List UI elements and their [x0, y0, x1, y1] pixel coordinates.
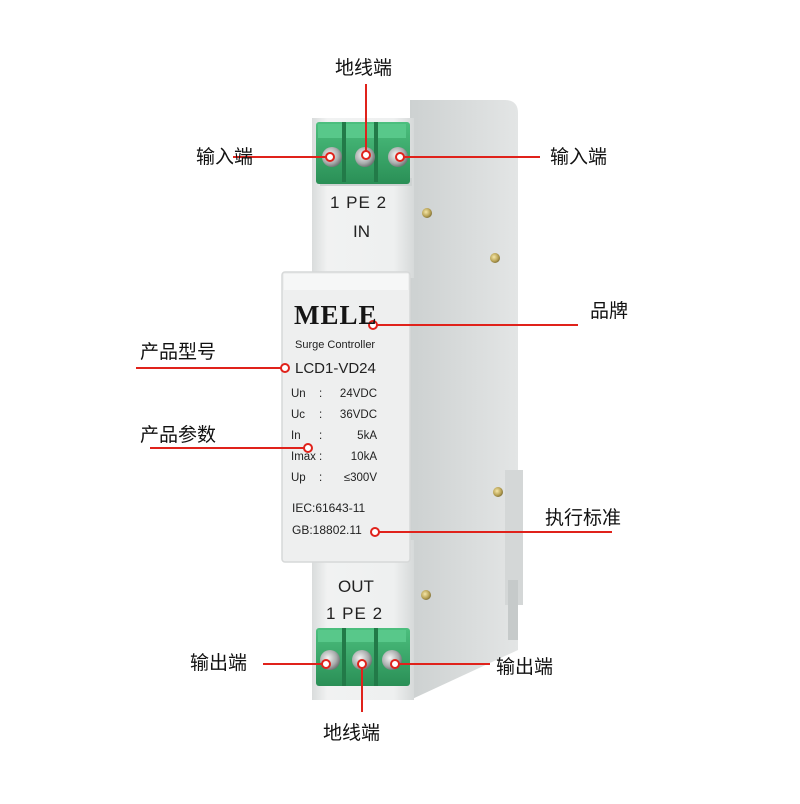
out-label: OUT — [338, 577, 374, 596]
rivet-icon — [422, 208, 432, 218]
spec-key: Imax — [291, 451, 316, 463]
spec-sep: : — [319, 430, 323, 442]
in-label: IN — [353, 222, 370, 241]
spec-value: 5kA — [357, 430, 377, 442]
side-housing — [410, 100, 523, 700]
callout-brand: 品牌 — [590, 300, 629, 322]
spec-value: ≤300V — [343, 472, 377, 484]
rivet-icon — [490, 253, 500, 263]
spec-sep: : — [319, 409, 323, 421]
spec-key: Un — [291, 388, 306, 400]
callout-model: 产品型号 — [140, 341, 217, 363]
spec-row: Un : 24VDC — [291, 388, 377, 408]
model-number: LCD1-VD24 — [295, 360, 376, 377]
callout-standard: 执行标准 — [545, 507, 622, 529]
callout-output-left: 输出端 — [190, 652, 248, 674]
spec-sep: : — [319, 451, 323, 463]
spec-sep: : — [319, 472, 323, 484]
spec-value: 10kA — [350, 451, 377, 463]
spec-row: Imax : 10kA — [291, 451, 377, 471]
spec-row: Uc : 36VDC — [291, 409, 377, 429]
spec-value: 36VDC — [339, 409, 377, 421]
standard-iec: IEC:61643-11 — [292, 501, 366, 515]
spec-row: In : 5kA — [291, 430, 377, 450]
bottom-terminal-label: 1 PE 2 — [326, 604, 384, 623]
spec-sep: : — [319, 388, 323, 400]
callout-dots — [280, 150, 405, 669]
callout-input-left: 输入端 — [196, 146, 254, 168]
brand-logo: MELE — [294, 300, 378, 330]
standard-gb: GB:18802.11 — [292, 523, 362, 537]
callout-params: 产品参数 — [140, 424, 217, 446]
callout-ground-bottom: 地线端 — [323, 722, 381, 744]
rivet-icon — [493, 487, 503, 497]
spec-key: In — [291, 430, 301, 442]
spec-key: Up — [291, 472, 306, 484]
spec-row: Up : ≤300V — [291, 472, 377, 492]
callout-ground-top: 地线端 — [335, 57, 393, 79]
callout-lines — [136, 84, 612, 712]
front-label-plate — [281, 271, 411, 563]
spec-key: Uc — [291, 409, 306, 421]
spec-value: 24VDC — [339, 388, 377, 400]
callout-output-right: 输出端 — [496, 656, 554, 678]
rivet-icon — [421, 590, 431, 600]
brand-subtitle: Surge Controller — [295, 339, 376, 351]
callout-input-right: 输入端 — [550, 146, 608, 168]
top-terminal-label: 1 PE 2 — [330, 193, 388, 212]
